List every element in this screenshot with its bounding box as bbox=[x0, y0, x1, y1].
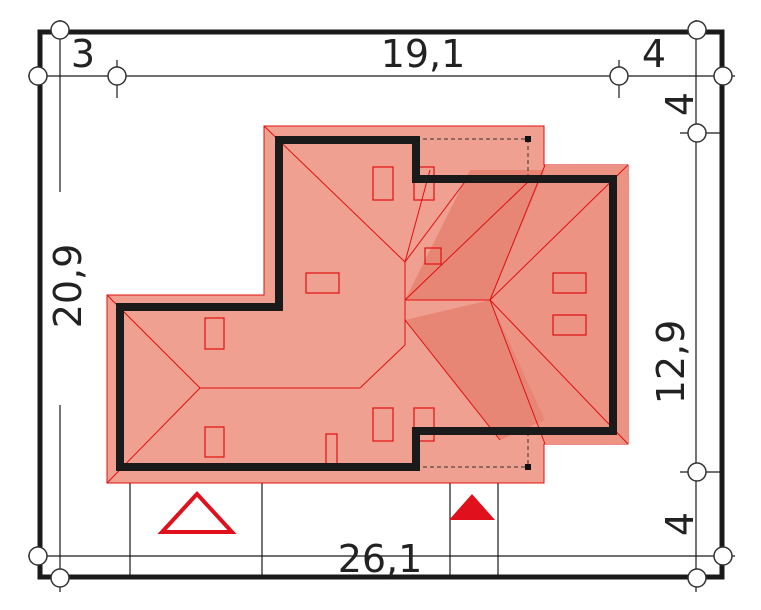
roof-east-wing bbox=[490, 165, 628, 444]
plot-boundary bbox=[37, 29, 725, 580]
corner-marker bbox=[525, 464, 531, 470]
dashed-outline bbox=[416, 138, 529, 468]
dimension-markers bbox=[28, 20, 733, 588]
dim-right-bottom-setback: 4 bbox=[658, 512, 702, 536]
dim-right-top-setback: 4 bbox=[658, 92, 702, 116]
dim-bottom-total: 26,1 bbox=[338, 537, 423, 581]
dim-left-depth: 20,9 bbox=[46, 244, 90, 329]
dim-top-left-setback: 3 bbox=[71, 32, 95, 76]
dim-top-right-setback: 4 bbox=[642, 32, 666, 76]
roof-valley-shade bbox=[405, 170, 545, 300]
outline-triangle-icon bbox=[157, 491, 237, 534]
roof bbox=[106, 125, 629, 484]
roof-valley-shade-lower bbox=[405, 300, 545, 440]
roof-windows bbox=[204, 166, 587, 465]
dim-top-width: 19,1 bbox=[381, 32, 466, 76]
corner-marker bbox=[525, 136, 531, 142]
building-outline bbox=[116, 136, 617, 471]
filled-triangle-icon bbox=[449, 494, 495, 520]
dim-right-depth: 12,9 bbox=[649, 320, 693, 405]
